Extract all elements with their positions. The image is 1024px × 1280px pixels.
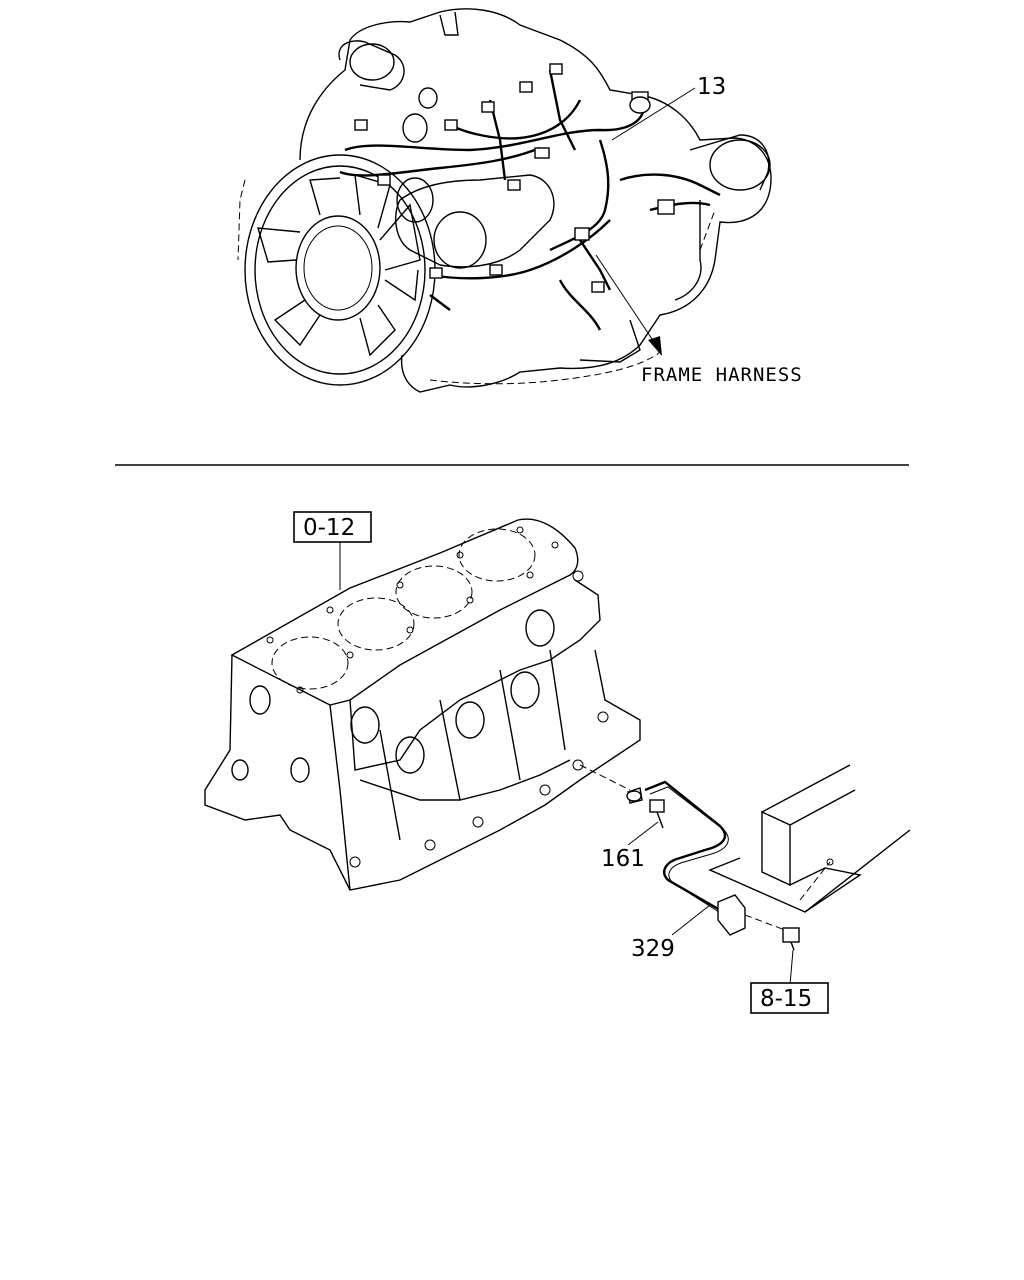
leader-329 [671,904,711,936]
reference-box-8-15[interactable]: 8-15 [750,982,829,1014]
cylinder-block-illustration [204,518,641,891]
wiring-harness [339,69,721,331]
vehicle-frame-member [708,764,911,913]
frame-harness-label: FRAME HARNESS [641,364,803,386]
cooling-fan [244,154,436,386]
reference-box-0-12[interactable]: 0-12 [293,511,372,543]
callout-329: 329 [631,936,675,962]
leader-8-15 [789,949,794,986]
svg-text:8-15: 8-15 [760,986,812,1012]
engine-harness-illustration [237,8,772,393]
ground-cable-assembly [579,764,800,951]
callout-13: 13 [697,74,726,100]
leader-161 [627,821,659,846]
svg-text:0-12: 0-12 [303,515,355,541]
callout-161: 161 [601,846,645,872]
